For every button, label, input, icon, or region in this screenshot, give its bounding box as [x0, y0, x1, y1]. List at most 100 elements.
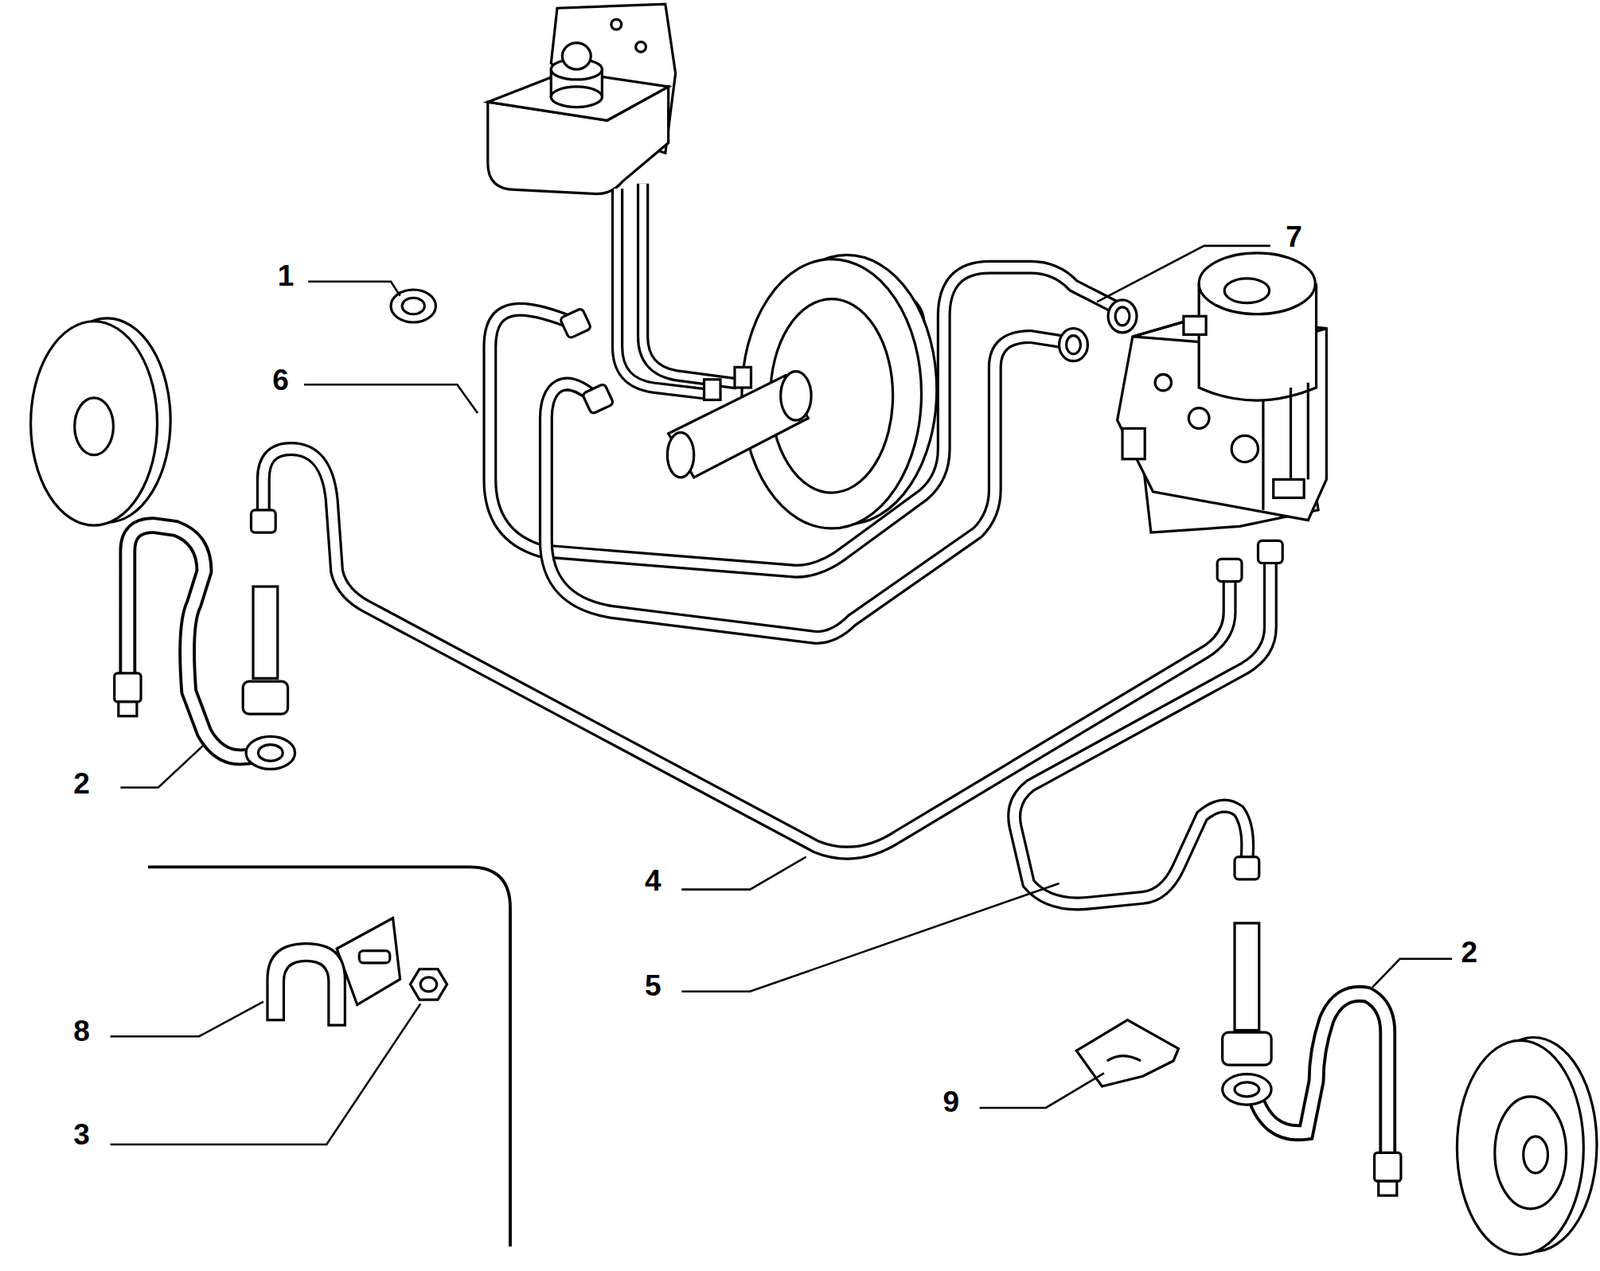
pipe-nut: [1108, 300, 1137, 333]
pipe-nut: [250, 510, 276, 533]
brake-pipe: [489, 267, 1117, 572]
drawing-part: [118, 702, 137, 717]
leader-line: [110, 1002, 264, 1038]
flexible-hose: [127, 525, 268, 758]
pipe-nut: [1059, 328, 1089, 362]
abs-unit: [1198, 253, 1316, 315]
inset-frame: [148, 866, 511, 1247]
callout-number: 4: [644, 866, 662, 896]
fluid-reservoir: [550, 86, 602, 108]
leader-line: [120, 745, 204, 789]
drawing-part: [1378, 1181, 1398, 1196]
brake-pipe: [489, 267, 1117, 572]
small-parts: [267, 289, 1179, 1087]
brake-pipe: [263, 448, 1230, 854]
flexible-hose: [1252, 994, 1388, 1163]
brake-booster: [667, 254, 937, 528]
abs-unit: [1155, 374, 1172, 391]
brake-pipe: [546, 336, 1070, 638]
drawing-part: [1234, 923, 1260, 1031]
pipe-nut: [1115, 307, 1130, 326]
leader-line: [304, 384, 478, 414]
brake-pipe: [1014, 556, 1271, 905]
pipe-nut: [1234, 857, 1260, 880]
reservoir-hose: [617, 183, 738, 395]
callout-number: 7: [1285, 222, 1303, 252]
drawing-part: [1222, 1032, 1273, 1066]
brake-disc: [1494, 1096, 1567, 1210]
flexible-hose: [127, 525, 268, 758]
abs-unit: [1231, 435, 1258, 462]
small-parts: [336, 918, 400, 1006]
abs-unit: [1290, 382, 1308, 480]
callout-number: 6: [272, 364, 289, 395]
abs-unit: [1224, 278, 1269, 304]
reservoir-hose: [643, 183, 738, 384]
pipe-nut: [581, 383, 614, 415]
abs-unit: [1122, 428, 1145, 459]
pipe-nut: [559, 308, 592, 340]
callout-number: 2: [73, 768, 90, 799]
leader-line: [681, 857, 806, 890]
pipe-nut: [1066, 335, 1081, 355]
callout-number: 8: [73, 1015, 90, 1046]
drawing-part: [245, 736, 296, 769]
brake-booster: [770, 299, 894, 494]
inset-frame: [148, 866, 511, 1247]
fluid-reservoir: [487, 3, 676, 194]
abs-unit: [1273, 479, 1304, 498]
drawing-part: [242, 681, 288, 715]
leader-line: [979, 1073, 1105, 1109]
abs-unit: [1117, 253, 1327, 533]
flexible-hose: [114, 525, 1401, 1196]
pipe-nut: [250, 300, 1283, 880]
pipe-nut: [1257, 540, 1283, 563]
brake-disc: [74, 398, 114, 456]
fluid-reservoir: [561, 42, 591, 70]
callout-number: 9: [942, 1087, 960, 1117]
pipe-nut: [1217, 558, 1242, 582]
drawing-part: [257, 745, 283, 762]
drawing-part: [1374, 1152, 1401, 1182]
small-parts: [409, 969, 447, 1000]
drawing-part: [114, 673, 141, 703]
small-parts: [1076, 1020, 1179, 1087]
brake-pipe: [263, 267, 1271, 905]
small-parts: [401, 297, 425, 315]
brake-disc: [31, 321, 158, 526]
brake-pipe: [546, 336, 1070, 638]
abs-unit: [1183, 316, 1206, 335]
leader-line: [681, 883, 1059, 992]
drawing-part: [253, 586, 278, 679]
brake-disc: [1456, 1040, 1584, 1255]
brake-booster: [780, 371, 812, 422]
callout-number: 2: [1461, 937, 1479, 968]
small-parts: [420, 977, 438, 992]
callout-number: 3: [73, 1120, 90, 1150]
small-parts: [359, 951, 390, 964]
small-parts: [267, 944, 345, 1027]
leader-line: [1096, 245, 1271, 302]
callout-number: 5: [644, 971, 662, 1001]
brake-booster: [704, 379, 722, 401]
brake-pipe: [1014, 556, 1271, 905]
reservoir-hose: [643, 183, 738, 384]
small-parts: [1107, 1056, 1141, 1062]
brake-pipe: [263, 448, 1230, 854]
leader-line: [1372, 959, 1452, 988]
small-parts: [390, 289, 436, 323]
brake-booster: [667, 432, 694, 477]
brake-disc: [1523, 1136, 1549, 1174]
abs-unit: [1188, 408, 1210, 430]
leader-line: [308, 281, 400, 297]
fluid-reservoir: [611, 19, 622, 30]
drawing-part: [1222, 1074, 1273, 1105]
callout-number: 1: [277, 261, 295, 291]
brake-booster: [734, 366, 752, 388]
reservoir-hose: [617, 188, 705, 395]
leader-line: [110, 1003, 422, 1145]
fluid-reservoir: [636, 42, 647, 53]
flexible-hose: [1252, 994, 1388, 1163]
